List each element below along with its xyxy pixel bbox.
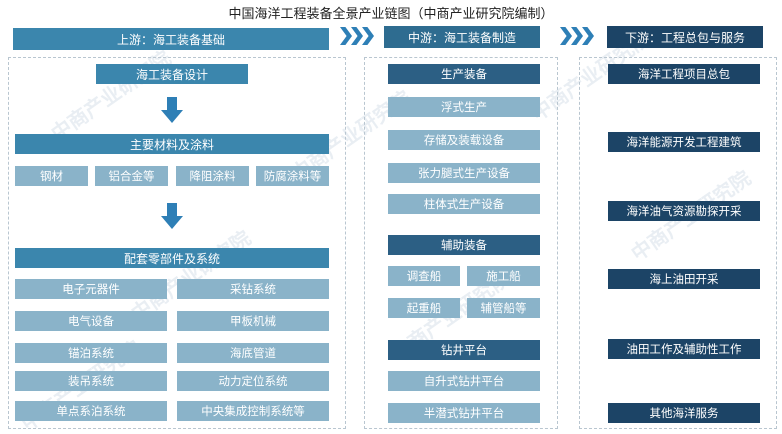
component-node: 装吊系统 (15, 371, 167, 391)
downstream-node: 海上油田开采 (608, 269, 760, 289)
downstream-node: 海洋能源开发工程建筑 (608, 132, 760, 152)
component-node: 电气设备 (15, 311, 167, 331)
component-node: 甲板机械 (177, 311, 329, 331)
production-title: 生产装备 (388, 64, 540, 84)
auxiliary-node: 辅管船等 (467, 298, 540, 318)
page-title: 中国海洋工程装备全景产业链图（中商产业研究院编制） (228, 7, 554, 22)
midstream-header: 中游：海工装备制造 (384, 26, 540, 48)
production-node: 浮式生产 (388, 97, 540, 117)
component-node: 锚泊系统 (15, 343, 167, 363)
auxiliary-title: 辅助装备 (388, 235, 540, 255)
midstream-panel (364, 57, 558, 429)
downstream-node: 其他海洋服务 (608, 403, 760, 423)
upstream-panel (8, 57, 346, 429)
component-node: 单点系泊系统 (15, 401, 167, 421)
downstream-node: 油田工作及辅助性工作 (608, 339, 760, 359)
auxiliary-node: 调查船 (388, 266, 460, 286)
downstream-node: 海洋工程项目总包 (608, 64, 760, 84)
material-node: 铝合金等 (95, 166, 168, 186)
drilling-node: 半潜式钻井平台 (388, 403, 540, 423)
production-node: 柱体式生产设备 (388, 194, 540, 214)
material-node: 钢材 (15, 166, 88, 186)
drilling-title: 钻井平台 (388, 340, 540, 360)
downstream-panel (579, 57, 777, 429)
chevron-arrows-icon (340, 27, 374, 45)
auxiliary-node: 起重船 (388, 298, 460, 318)
down-arrow-icon (161, 203, 183, 229)
down-arrow-icon (161, 97, 183, 123)
component-node: 海底管道 (177, 343, 329, 363)
component-node: 采钻系统 (177, 279, 329, 299)
materials-title: 主要材料及涂料 (15, 134, 329, 154)
chevron-arrows-icon (560, 27, 594, 45)
component-node: 中央集成控制系统等 (177, 401, 329, 421)
drilling-node: 自升式钻井平台 (388, 371, 540, 391)
downstream-node: 海洋油气资源勘探开采 (608, 201, 760, 221)
downstream-header: 下游：工程总包与服务 (607, 26, 763, 48)
production-node: 存储及装载设备 (388, 130, 540, 150)
upstream-header: 上游：海工装备基础 (13, 28, 329, 50)
auxiliary-node: 施工船 (467, 266, 540, 286)
component-node: 电子元器件 (15, 279, 167, 299)
material-node: 防腐涂料等 (256, 166, 329, 186)
component-node: 动力定位系统 (177, 371, 329, 391)
components-title: 配套零部件及系统 (15, 248, 329, 268)
material-node: 降阻涂料 (176, 166, 249, 186)
design-node: 海工装备设计 (96, 64, 248, 84)
production-node: 张力腿式生产设备 (388, 163, 540, 183)
